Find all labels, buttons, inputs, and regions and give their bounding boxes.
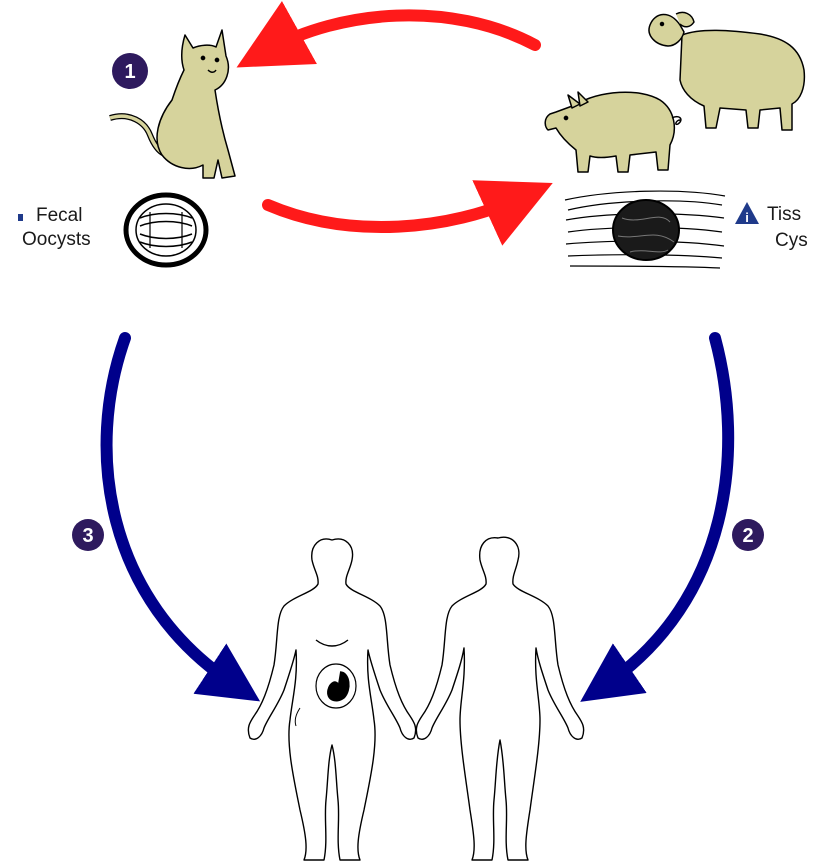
warning-icon: i [735,202,759,225]
fecal-oocysts-label-line1: Fecal [36,204,82,228]
svg-text:1: 1 [124,61,135,83]
man-icon [416,537,583,860]
tissue-cysts-label-line2: Cys [775,229,808,253]
red-arrow-bottom [268,198,520,227]
tissue-cyst-icon [565,191,725,268]
fecal-oocysts-label-line2: Oocysts [22,228,91,252]
pig-icon [545,92,681,172]
svg-text:2: 2 [742,525,753,547]
cat-icon [110,30,235,178]
tissue-cysts-label-line1: Tiss [767,203,801,227]
step-badge-2: 2 [732,519,764,551]
svg-text:i: i [745,210,749,225]
svg-text:3: 3 [82,525,93,547]
sheep-icon [649,12,804,130]
red-arrow-top [268,15,535,50]
oocyst-icon [126,195,206,265]
blue-arrow-left [107,338,235,685]
blue-arrow-right [605,338,728,685]
step-badge-1: 1 [112,53,148,89]
pregnant-woman-icon [248,539,415,860]
fecal-marker-icon [18,214,23,221]
step-badge-3: 3 [72,519,104,551]
